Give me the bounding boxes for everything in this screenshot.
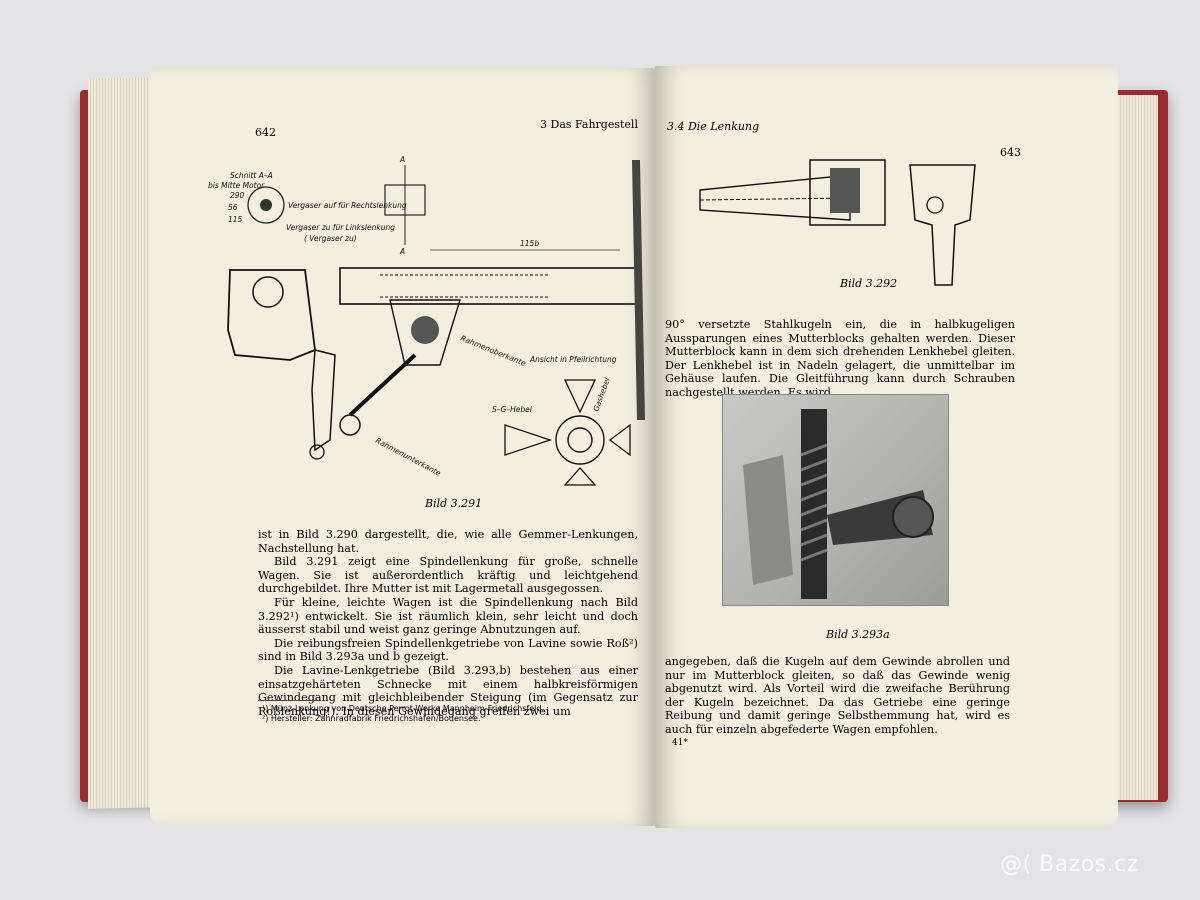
label-115: 115 xyxy=(228,215,243,224)
lever-arm xyxy=(348,353,417,417)
label-carb-note: ( Vergaser zu) xyxy=(304,234,357,243)
label-frame-bottom: Rahmenunterkante xyxy=(374,436,443,478)
steering-drawing-3291: Schnitt A–A bis Mitte Motor 290 56 115 V… xyxy=(208,155,645,486)
spindle-tube xyxy=(699,174,851,221)
view-ring-inner xyxy=(567,427,593,453)
left-body-text: ist in Bild 3.290 dargestellt, die, wie … xyxy=(258,528,638,718)
left-running-head: 3 Das Fahrgestell xyxy=(540,118,638,131)
footnotes: ¹) Münz-Lenkung von Deutsche Perrot-Werk… xyxy=(262,704,632,724)
side-section-hub xyxy=(926,196,944,214)
label-a-top: A xyxy=(399,155,405,164)
nut-housing xyxy=(809,159,886,226)
worm-thread xyxy=(800,443,828,562)
column-thread xyxy=(380,274,550,298)
right-body-text-bottom: angegeben, daß die Kugeln auf dem Gewind… xyxy=(665,655,1010,737)
right-running-head: 3.4 Die Lenkung xyxy=(667,120,760,133)
ball-joint xyxy=(309,444,325,460)
view-ring-outer xyxy=(555,415,605,465)
paragraph: ist in Bild 3.290 dargestellt, die, wie … xyxy=(258,528,638,555)
figure-caption-3291: Bild 3.291 xyxy=(425,497,483,510)
side-section xyxy=(909,164,976,286)
photo-illustration xyxy=(743,409,934,599)
lever-eye xyxy=(339,414,361,436)
paragraph: Die Lavine-Lenkgetriebe (Bild 3.293,b) b… xyxy=(258,663,638,718)
right-body-text-top: 90° versetzte Stahlkugeln ein, die in ha… xyxy=(665,318,1015,400)
gearbox-housing xyxy=(227,269,316,361)
footnote-rule xyxy=(258,700,318,701)
sector-hub xyxy=(411,316,439,344)
label-arrow-view: Ansicht in Pfeilrichtung xyxy=(529,355,617,364)
paragraph: angegeben, daß die Kugeln auf dem Gewind… xyxy=(665,655,1010,736)
section-circle xyxy=(247,186,285,224)
label-carb-right: Vergaser auf für Rechtslenkung xyxy=(288,201,407,210)
footnote: ²) Hersteller: Zahnradfabrik Friedrichsh… xyxy=(262,714,481,723)
figure-caption-3292: Bild 3.292 xyxy=(840,277,898,290)
steering-column xyxy=(339,267,641,305)
steering-wheel-rim xyxy=(632,160,645,420)
footnote: ¹) Münz-Lenkung von Deutsche Perrot-Werk… xyxy=(262,704,544,713)
paragraph: 90° versetzte Stahlkugeln ein, die in ha… xyxy=(665,318,1015,399)
gear-circle xyxy=(252,276,284,308)
photo-steering-gear xyxy=(722,394,949,606)
worm-shaft xyxy=(801,409,827,599)
label-290: 290 xyxy=(230,191,245,200)
paragraph: Bild 3.291 zeigt eine Spindellenkung für… xyxy=(258,555,638,596)
label-sg-lever: S–G–Hebel xyxy=(492,405,533,414)
label-carb-left: Vergaser zu für Linkslenkung xyxy=(286,223,395,232)
paragraph: Für kleine, leichte Wagen ist die Spinde… xyxy=(258,595,638,637)
label-56: 56 xyxy=(228,203,238,212)
label-motor: bis Mitte Motor xyxy=(208,181,265,190)
view-cross xyxy=(504,379,631,486)
right-page-number: 643 xyxy=(1000,146,1021,159)
steering-drawing-3292 xyxy=(699,159,976,286)
housing-plate xyxy=(743,455,793,585)
nut-block xyxy=(830,168,860,213)
left-page-number: 642 xyxy=(255,126,276,139)
drop-arm xyxy=(311,349,336,452)
watermark: @( Bazos.cz xyxy=(1000,852,1139,877)
label-frame-top: Rahmenoberkante xyxy=(459,334,527,369)
sector xyxy=(389,299,461,366)
spindle-axis xyxy=(699,197,851,201)
label-115b: 115b xyxy=(520,239,539,248)
label-a-bottom: A xyxy=(399,247,405,256)
figure-caption-3293a: Bild 3.293a xyxy=(826,628,890,641)
lever-nut xyxy=(892,496,934,538)
section-hub xyxy=(260,199,272,211)
paragraph: Die reibungsfreien Spindellenkgetriebe v… xyxy=(258,636,638,664)
signature-mark: 41* xyxy=(672,738,688,748)
label-section: Schnitt A–A xyxy=(230,171,273,180)
